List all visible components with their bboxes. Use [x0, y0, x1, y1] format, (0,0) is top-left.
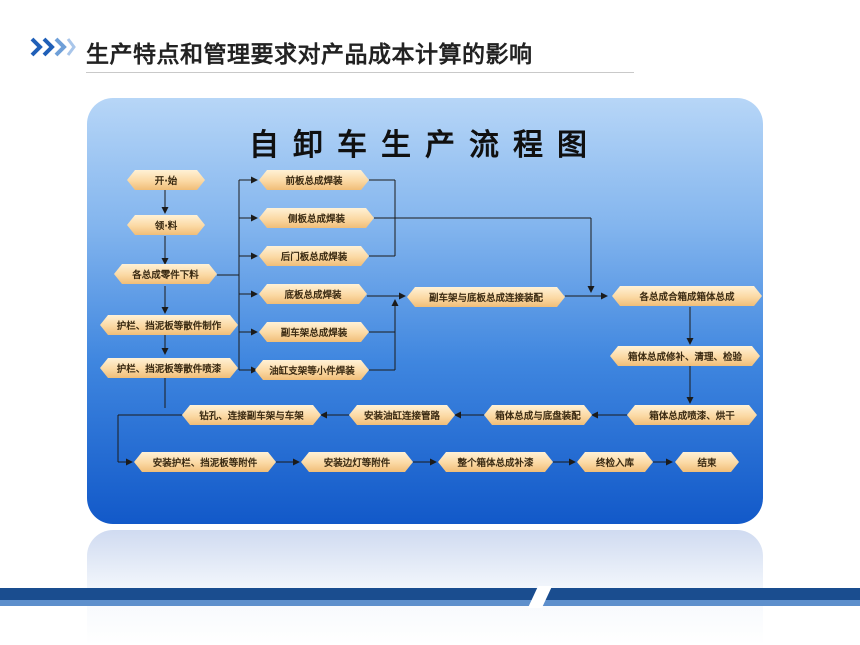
- node-oil-pipe: 安装油缸连接管路: [349, 405, 455, 425]
- node-side-light: 安装边灯等附件: [301, 452, 413, 472]
- node-cylinder: 油缸支架等小件焊装: [255, 360, 369, 380]
- node-sub-bottom: 副车架与底板总成连接装配: [407, 287, 565, 307]
- flow-connectors: [117, 176, 694, 466]
- slide-header: 生产特点和管理要求对产品成本计算的影响: [0, 0, 860, 90]
- flowchart-panel: 自卸车生产流程图: [87, 98, 763, 524]
- node-guard-paint: 护栏、挡泥板等散件喷漆: [100, 358, 238, 378]
- node-box-paint: 箱体总成喷漆、烘干: [627, 405, 757, 425]
- node-drill: 钻孔、连接副车架与车架: [182, 405, 321, 425]
- node-chassis: 箱体总成与底盘装配: [484, 405, 592, 425]
- node-box-assy: 各总成合箱成箱体总成: [612, 286, 762, 306]
- node-bottom: 底板总成焊装: [259, 284, 367, 304]
- node-subframe: 副车架总成焊装: [259, 322, 369, 342]
- node-end: 结束: [675, 452, 739, 472]
- title-divider: [86, 72, 634, 73]
- node-rear: 后门板总成焊装: [259, 246, 369, 266]
- node-material: 领·料: [127, 215, 205, 235]
- node-blanking: 各总成零件下料: [114, 264, 217, 284]
- diagram-title: 自卸车生产流程图: [249, 128, 601, 163]
- node-guard-make: 护栏、挡泥板等散件制作: [100, 315, 238, 335]
- node-install-guard: 安装护栏、挡泥板等附件: [134, 452, 276, 472]
- slide-title: 生产特点和管理要求对产品成本计算的影响: [86, 42, 533, 68]
- node-inspect: 终检入库: [577, 452, 653, 472]
- node-box-repair: 箱体总成修补、清理、检验: [610, 346, 760, 366]
- double-chevron-icon: [30, 37, 76, 57]
- footer-band-accent: [0, 600, 860, 606]
- node-front: 前板总成焊装: [259, 170, 369, 190]
- node-start: 开·始: [127, 170, 205, 190]
- node-side: 侧板总成焊装: [259, 208, 374, 228]
- footer-band: [0, 588, 860, 600]
- node-touchup: 整个箱体总成补漆: [438, 452, 553, 472]
